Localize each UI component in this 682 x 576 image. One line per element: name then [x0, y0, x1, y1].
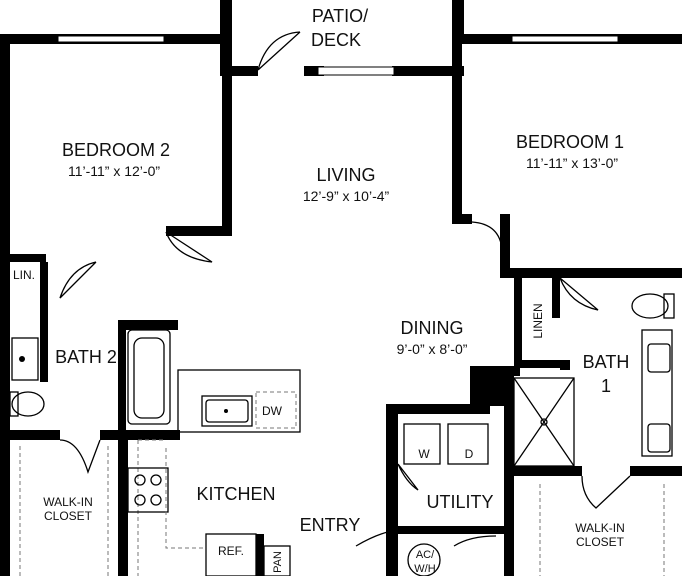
shower-icon — [513, 377, 575, 467]
patio-door-icon — [257, 31, 301, 71]
ac-unit-icon — [407, 543, 441, 576]
walkin-left-label-line1: WALK-IN — [43, 495, 93, 509]
pantry-icon — [263, 545, 291, 576]
bedroom2-window — [57, 35, 165, 43]
bedroom2-door-icon — [59, 231, 213, 299]
stove-icon — [127, 467, 169, 513]
dryer-icon — [447, 423, 489, 465]
bedroom2-walls — [0, 34, 232, 576]
linen-small-label: LIN. — [13, 268, 35, 282]
dryer-label: D — [465, 447, 474, 461]
kitchen-island — [177, 369, 301, 433]
pantry-label: PAN — [272, 551, 284, 573]
bath2-label: BATH 2 — [55, 347, 117, 367]
kitchen-sink-icon — [201, 395, 253, 427]
bath1-fixtures — [513, 293, 675, 509]
dishwasher-label: DW — [262, 404, 283, 418]
walkin-right-label-line1: WALK-IN — [575, 521, 625, 535]
bathtub-icon — [127, 329, 171, 425]
bedroom1-window — [511, 35, 619, 43]
patio-label-line1: PATIO/ — [312, 6, 368, 26]
dishwasher-icon — [255, 391, 297, 429]
utility-walls — [386, 366, 514, 576]
toilet-icon — [631, 293, 669, 319]
bath2-fixtures — [9, 329, 171, 474]
bedroom1-dims: 11’-11” x 13’-0” — [526, 155, 618, 171]
bedroom1-walls — [452, 34, 682, 278]
linen-label: LINEN — [531, 303, 545, 338]
entry-label: ENTRY — [300, 515, 361, 535]
sink-icon — [11, 337, 39, 381]
washer-label: W — [418, 447, 430, 461]
walkin-right-label-line2: CLOSET — [576, 535, 625, 549]
bedroom1-door-icon — [471, 221, 599, 311]
refrigerator-label: REF. — [218, 544, 244, 558]
bedroom1-label: BEDROOM 1 — [516, 132, 624, 152]
entry-door-icon — [355, 529, 497, 547]
bath1-label-line2: 1 — [601, 376, 611, 396]
toilet-icon — [11, 391, 45, 417]
patio-label-line2: DECK — [311, 30, 361, 50]
dining-label: DINING — [401, 318, 464, 338]
walkin-right-walls — [539, 484, 665, 576]
vanity-icon — [641, 329, 673, 457]
bedroom2-dims: 11’-11” x 12’-0” — [68, 163, 160, 179]
living-dims: 12’-9” x 10’-4” — [303, 188, 390, 204]
bedroom2-label: BEDROOM 2 — [62, 140, 170, 160]
dining-dims: 9’-0” x 8’-0” — [397, 341, 468, 357]
walkin-left-walls — [19, 446, 109, 576]
ac-label-line2: W/H — [414, 563, 435, 575]
patio-walls — [220, 0, 464, 76]
kitchen-walls — [127, 369, 301, 576]
bath2-walls — [0, 262, 180, 576]
washer-icon — [403, 423, 441, 465]
living-label: LIVING — [316, 165, 375, 185]
patio-window — [317, 66, 395, 76]
kitchen-label: KITCHEN — [196, 484, 275, 504]
utility-label: UTILITY — [426, 492, 493, 512]
bath1-label-line1: BATH — [583, 352, 630, 372]
ac-label-line1: AC/ — [416, 549, 435, 561]
walkin-left-label-line2: CLOSET — [44, 509, 93, 523]
